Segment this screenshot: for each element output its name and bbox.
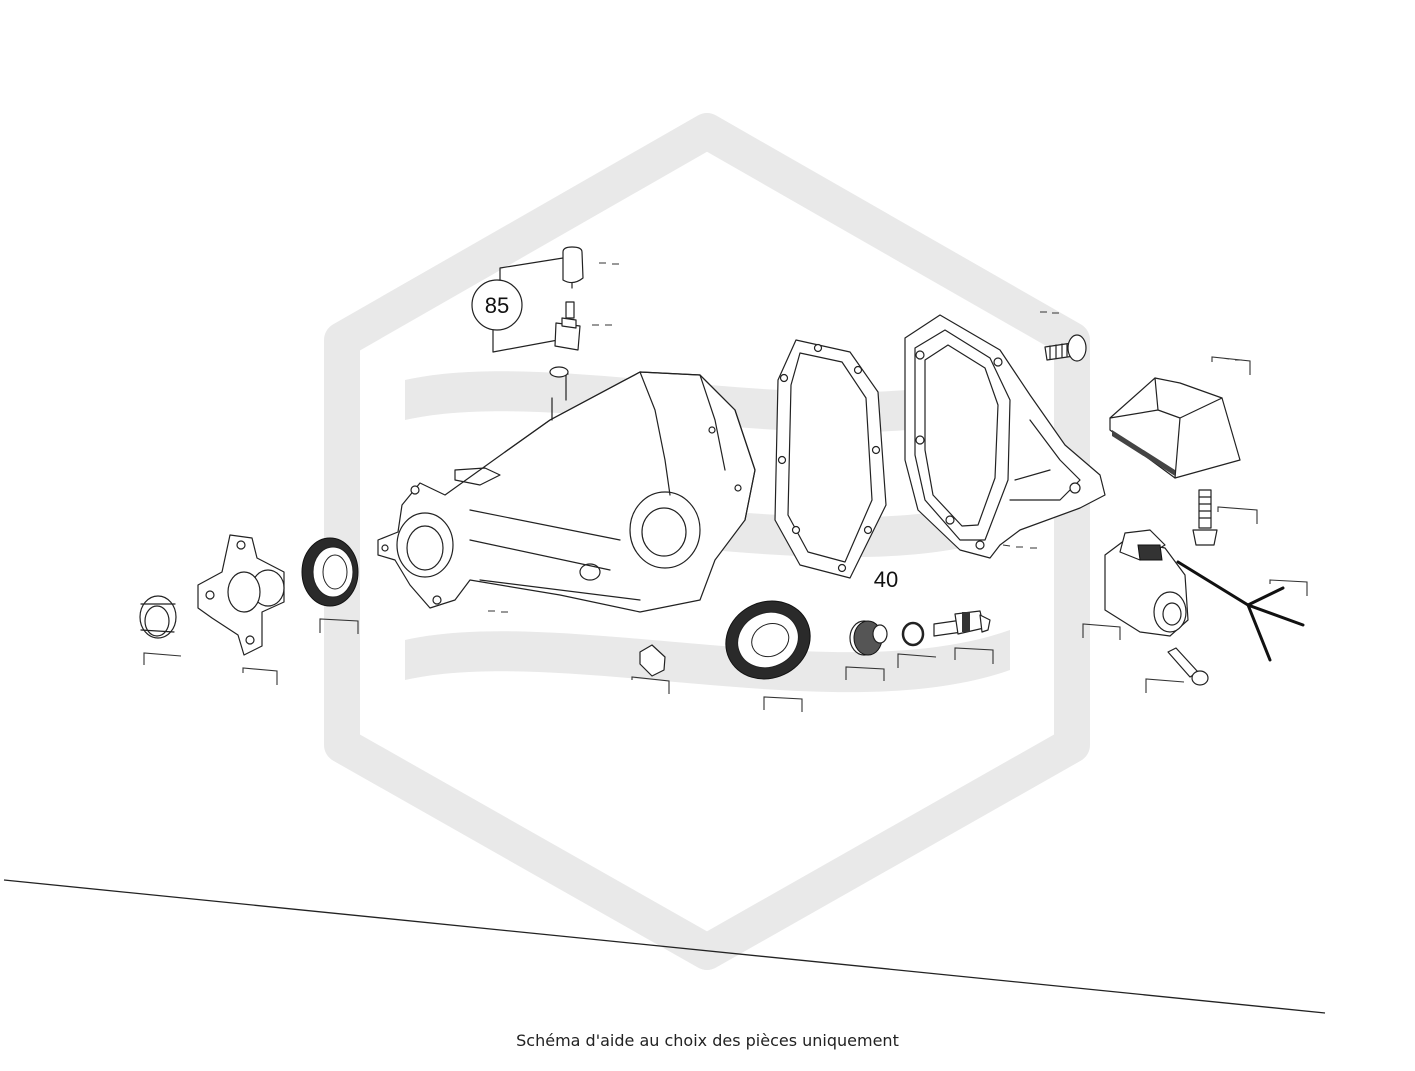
- nut-part: [139, 595, 177, 639]
- breather-valve-part: [554, 301, 581, 351]
- ground-line: [3, 879, 1326, 1014]
- drain-plug-part: [849, 620, 888, 656]
- callout-85-label: 85: [485, 293, 509, 318]
- mounting-bracket-part: [1109, 377, 1241, 479]
- part-reference-marks: [143, 262, 1308, 712]
- sleeve-part: [639, 644, 666, 677]
- wiring-harness-part: [1176, 560, 1305, 662]
- washer-part: [901, 621, 925, 647]
- actuator-bolt-part: [1167, 647, 1209, 686]
- pinion-seal-part: [301, 537, 359, 607]
- cover-gasket-part: [774, 339, 887, 579]
- callout-85-group: 85: [471, 257, 564, 353]
- drive-flange-part: [197, 534, 285, 656]
- sensor-part: [933, 610, 991, 637]
- rear-cover-part: [904, 314, 1106, 559]
- callout-40-label: 40: [874, 567, 898, 592]
- output-seal-part: [725, 600, 811, 680]
- actuator-motor-part: [1104, 529, 1189, 637]
- cover-bolt-part: [1044, 334, 1087, 362]
- breather-cap-part: [562, 246, 584, 289]
- bracket-bolt-part: [1192, 489, 1218, 546]
- callout-85-circle: [471, 279, 523, 331]
- differential-housing-part: [377, 366, 756, 613]
- diagram-caption: Schéma d'aide au choix des pièces unique…: [516, 1031, 899, 1050]
